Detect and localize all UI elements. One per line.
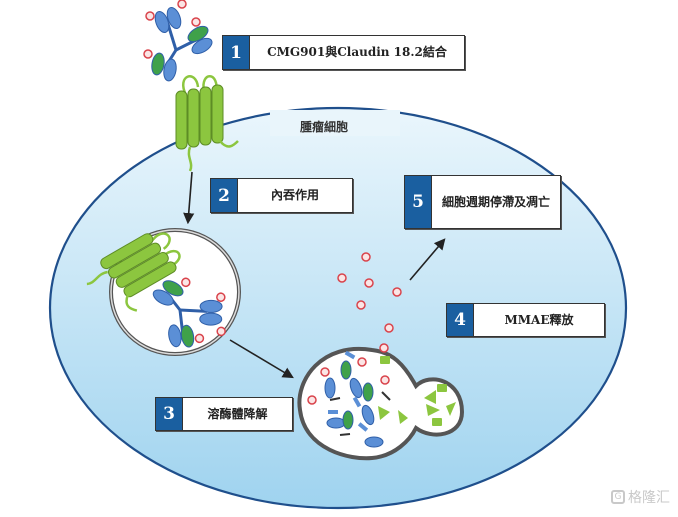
step-4-number: 4 (447, 304, 473, 336)
tumor-cell-label: 腫瘤細胞 (300, 120, 349, 134)
released-mmae (337, 252, 402, 353)
step-2-label: 內吞作用 (237, 179, 352, 212)
step-2-box: 2 內吞作用 (210, 178, 353, 213)
lysosome-vesicle (297, 346, 465, 461)
arrow-to-apoptosis (409, 238, 446, 281)
antibody-surface (142, 0, 217, 84)
step-1-number: 1 (223, 36, 249, 69)
step-3-number: 3 (156, 398, 182, 430)
watermark-text: 格隆汇 (628, 490, 670, 506)
step-1-box: 1 CMG901與Claudin 18.2結合 (222, 35, 465, 70)
step-3-box: 3 溶酶體降解 (155, 397, 293, 431)
step-1-label: CMG901與Claudin 18.2結合 (249, 36, 464, 69)
watermark: G 格隆汇 (611, 487, 670, 507)
arrow-to-lysosome (229, 339, 294, 379)
step-4-label: MMAE釋放 (473, 304, 604, 336)
step-5-label: 細胞週期停滯及凋亡 (431, 176, 560, 228)
step-5-number: 5 (405, 176, 431, 228)
step-5-box: 5 細胞週期停滯及凋亡 (404, 175, 561, 229)
arrow-internalization (183, 171, 195, 225)
step-3-label: 溶酶體降解 (182, 398, 292, 430)
gelonghui-logo-icon: G (611, 490, 625, 504)
step-4-box: 4 MMAE釋放 (446, 303, 605, 337)
lysosome-contents (307, 350, 456, 448)
step-2-number: 2 (211, 179, 237, 212)
